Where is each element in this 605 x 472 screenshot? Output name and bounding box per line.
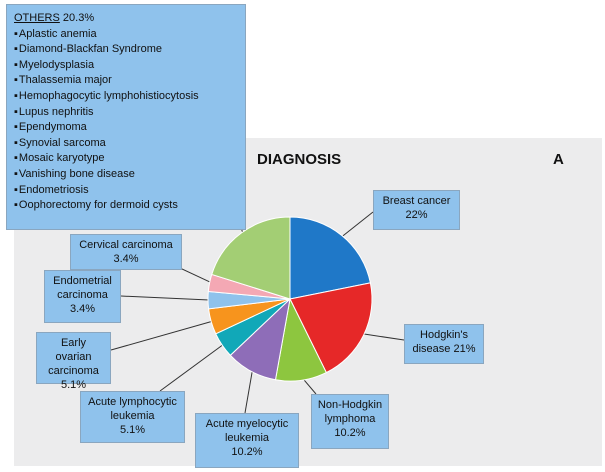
others-item: Mosaic karyotype [14, 151, 239, 167]
others-item: Myelodysplasia [14, 58, 239, 74]
pie-slice-breast-cancer [289, 216, 371, 300]
callout-label: Cervical carcinoma [79, 239, 173, 251]
callout-value: 5.1% [119, 424, 146, 436]
callout-label: carcinoma [48, 365, 99, 377]
leader-line [359, 332, 405, 341]
leader-line [339, 211, 374, 240]
pie-slice-hodgkin-s-disease [289, 282, 373, 374]
callout-label: Hodgkin's [420, 329, 468, 341]
panel-label: A [553, 151, 564, 168]
callout-value: 3.4% [113, 253, 139, 265]
callout-hodgkins-disease: Hodgkin's disease 21% [404, 324, 484, 364]
callout-label: Early ovarian [55, 337, 92, 363]
callout-label: leukemia [110, 410, 155, 422]
others-list: Aplastic anemia Diamond-Blackfan Syndrom… [14, 27, 239, 214]
callout-label: Breast cancer [382, 195, 451, 207]
others-item: Diamond-Blackfan Syndrome [14, 42, 239, 58]
others-item: Ependymoma [14, 120, 239, 136]
leader-line [159, 342, 226, 392]
others-item: Oophorectomy for dermoid cysts [14, 198, 239, 214]
callout-label: lymphoma [324, 413, 376, 425]
callout-label: leukemia [224, 432, 270, 444]
chart-title: DIAGNOSIS [257, 151, 342, 168]
others-item: Vanishing bone disease [14, 167, 239, 183]
leader-line [110, 320, 216, 351]
others-item: Hemophagocytic lymphohistiocytosis [14, 89, 239, 105]
pie-slices [207, 216, 373, 382]
callout-label: disease 21% [412, 343, 476, 355]
callout-breast-cancer: Breast cancer 22% [373, 190, 460, 230]
callout-label: Acute lymphocytic [88, 396, 177, 408]
others-item: Lupus nephritis [14, 105, 239, 121]
callout-value: 5.1% [60, 379, 87, 391]
leader-line [244, 367, 254, 414]
callout-label: Non-Hodgkin [317, 399, 383, 411]
pie-slice-others [211, 216, 291, 300]
callout-value: 10.2% [334, 427, 366, 439]
callout-cervical-carcinoma: Cervical carcinoma 3.4% [70, 234, 182, 270]
callout-non-hodgkin-lymphoma: Non-Hodgkin lymphoma 10.2% [311, 394, 389, 449]
others-item: Synovial sarcoma [14, 136, 239, 152]
others-legend-box: OTHERS 20.3% Aplastic anemia Diamond-Bla… [6, 4, 246, 230]
others-header: OTHERS 20.3% [14, 11, 239, 27]
others-item: Endometriosis [14, 183, 239, 199]
others-title: OTHERS [14, 12, 60, 24]
callout-value: 10.2% [231, 446, 263, 458]
leader-line [120, 295, 213, 301]
callout-acute-myelocytic-leukemia: Acute myelocytic leukemia 10.2% [195, 413, 299, 468]
callout-value: 22% [405, 209, 428, 221]
others-value: 20.3% [62, 12, 95, 24]
callout-endometrial-carcinoma: Endometrial carcinoma 3.4% [44, 270, 121, 323]
callout-label: carcinoma [57, 289, 108, 301]
callout-acute-lymphocytic-leukemia: Acute lymphocytic leukemia 5.1% [80, 391, 185, 443]
callout-value: 3.4% [69, 303, 96, 315]
callout-early-ovarian-carcinoma: Early ovarian carcinoma 5.1% [36, 332, 111, 391]
callout-label: Acute myelocytic [205, 418, 289, 430]
others-item: Aplastic anemia [14, 27, 239, 43]
others-item: Thalassemia major [14, 73, 239, 89]
callout-label: Endometrial [53, 275, 112, 287]
